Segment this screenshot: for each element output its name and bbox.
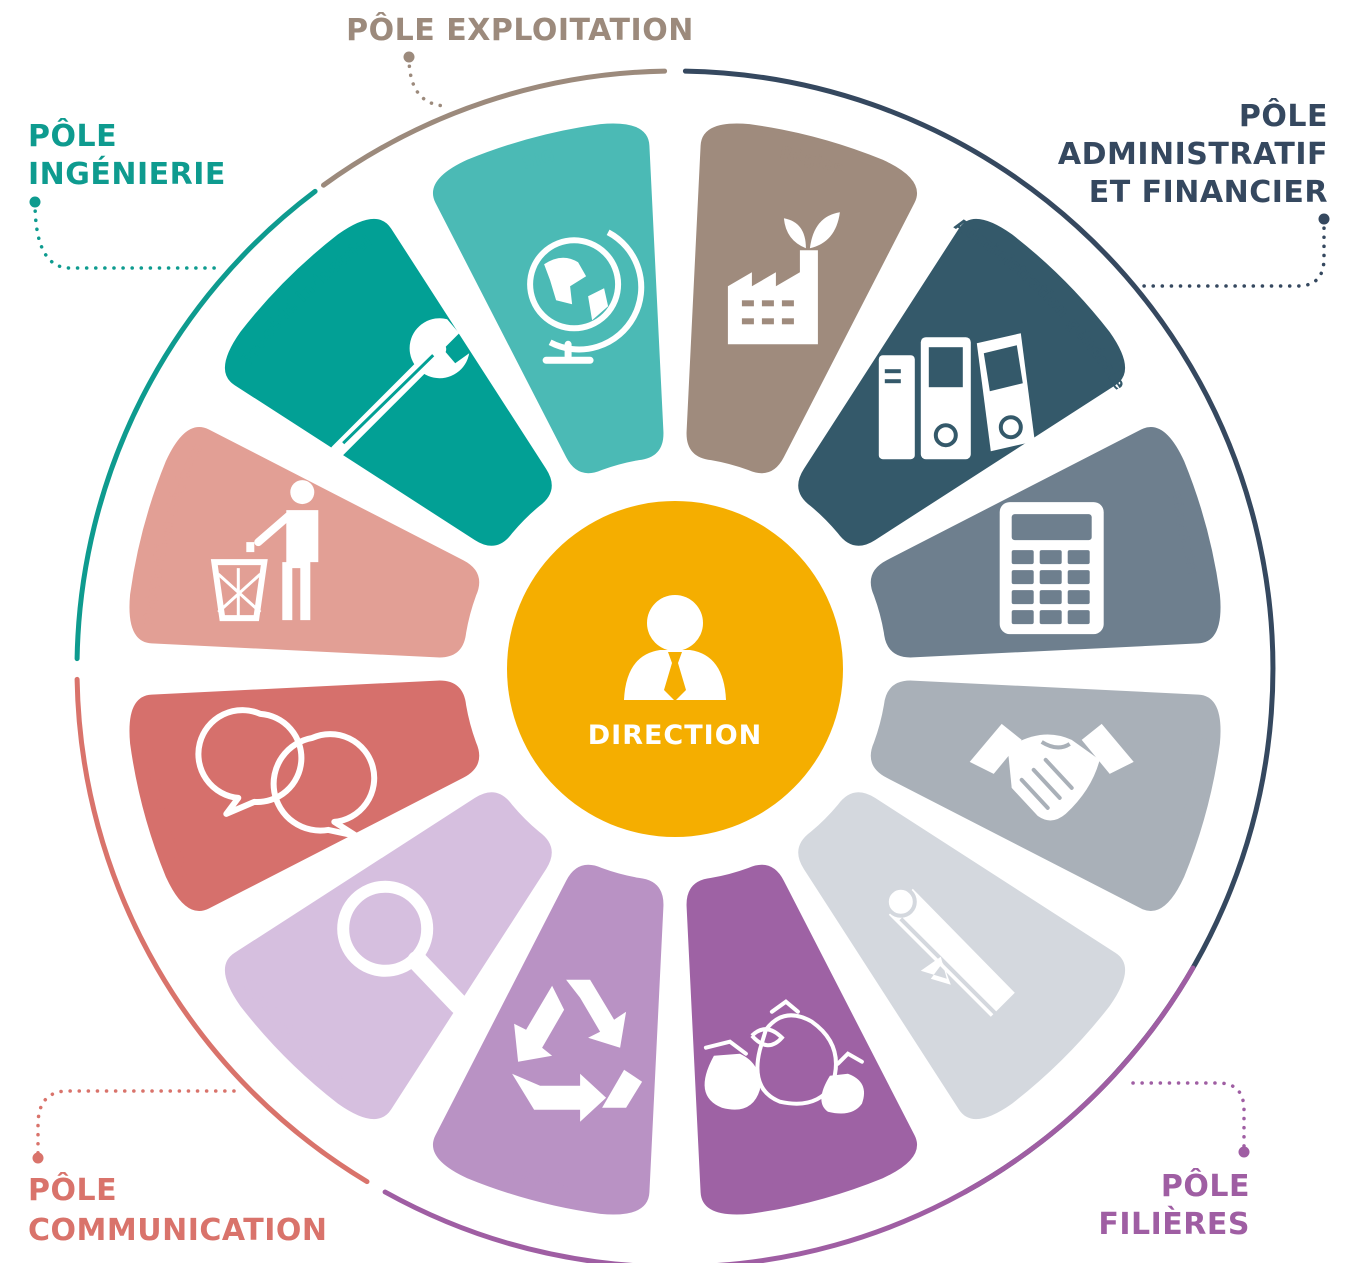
connector-communication [36, 1089, 236, 1160]
segment-qualite[interactable] [224, 792, 552, 1120]
pole-arc-filieres [382, 965, 1196, 1263]
binders-icon [878, 333, 1035, 460]
direction-center[interactable]: DIRECTION [507, 501, 843, 837]
pole-administratif-line-1: PÔLE [1239, 97, 1328, 134]
direction-label: DIRECTION [588, 720, 763, 751]
pole-ingenierie-line-2: INGÉNIERIE [28, 156, 226, 192]
outer-pole-arcs [74, 68, 1276, 1263]
pole-ingenierie-title: PÔLE INGÉNIERIE [28, 117, 226, 192]
segment-icons [195, 212, 1134, 1122]
connector-administratif [1141, 217, 1326, 288]
factory-icon [727, 212, 840, 345]
globe-icon [527, 229, 645, 364]
trash-person-icon [210, 480, 319, 622]
segment-filieres[interactable] [432, 864, 664, 1215]
pole-arc-communication [74, 676, 370, 1185]
speech-bubbles-icon [195, 707, 378, 839]
segment-sig[interactable] [432, 123, 664, 474]
pole-communication-line-2: COMMUNICATION [28, 1213, 328, 1248]
pole-administratif-line-2: ADMINISTRATIF [1058, 137, 1328, 172]
segment-communication[interactable] [129, 680, 480, 912]
pole-exploitation-line-1: PÔLE EXPLOITATION [346, 11, 694, 48]
pole-communication-line-1: PÔLE [28, 1171, 117, 1208]
handshake-icon [969, 723, 1134, 821]
pole-communication-title: PÔLE COMMUNICATION [28, 1171, 328, 1248]
pole-arc-ingenierie [74, 188, 318, 662]
pole-ingenierie-line-1: PÔLE [28, 117, 117, 154]
wrench-pencil-icon [323, 318, 470, 474]
pole-filieres-title: PÔLE FILIÈRES [1098, 1167, 1250, 1242]
pole-exploitation-title: PÔLE EXPLOITATION [346, 11, 694, 48]
person-icon [624, 595, 726, 701]
connector-exploitation [407, 55, 450, 108]
magnifier-icon [337, 880, 470, 1015]
diploma-icon [884, 885, 1015, 1021]
bags-icon [703, 999, 865, 1114]
pole-filieres-line-1: PÔLE [1161, 1167, 1250, 1204]
pole-administratif-line-3: ET FINANCIER [1089, 175, 1328, 210]
recycle-icon [512, 979, 643, 1122]
segment-multiflux[interactable] [686, 864, 918, 1215]
segment-procede[interactable] [224, 218, 552, 546]
connector-ingenierie [33, 200, 224, 270]
connector-filieres [1131, 1081, 1246, 1154]
calculator-icon [999, 502, 1104, 635]
pole-administratif-title: PÔLE ADMINISTRATIF ET FINANCIER [1058, 97, 1328, 210]
pole-arc-exploitation [321, 68, 668, 188]
pole-connectors [29, 51, 1330, 1164]
pole-filieres-line-2: FILIÈRES [1098, 1206, 1250, 1242]
